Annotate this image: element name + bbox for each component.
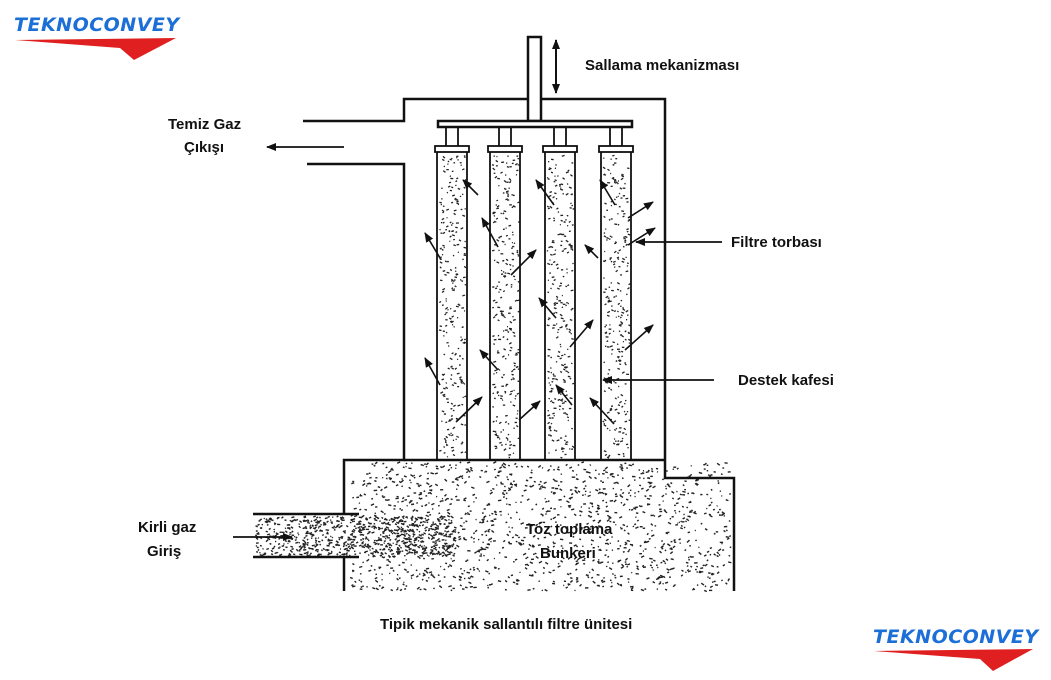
shaker-mechanism: [436, 35, 634, 129]
dust-particles: [255, 461, 732, 593]
flow-arrow-10: [569, 319, 594, 348]
flow-arrow-5: [535, 179, 555, 206]
filter-bag-4: [598, 127, 634, 460]
dirty-gas-label-line1: Kirli gaz: [138, 519, 197, 536]
support-cage-label: Destek kafesi: [738, 372, 834, 389]
flow-arrow-8: [584, 244, 599, 259]
flow-arrow-17: [589, 397, 615, 425]
shaker-label: Sallama mekanizması: [585, 57, 740, 74]
gas-flow-arrows: [424, 179, 656, 425]
clean-gas-label-line1: Temiz Gaz: [168, 116, 242, 133]
flow-arrow-7: [627, 201, 654, 219]
flow-arrow-15: [518, 400, 541, 421]
logo-swoosh-top: [15, 38, 176, 60]
flow-arrow-12: [424, 357, 441, 386]
flow-arrow-16: [555, 384, 573, 406]
filter-housing: [303, 97, 736, 591]
logo-swoosh-bottom: [874, 649, 1033, 671]
diagram-caption: Tipik mekanik sallantılı filtre ünitesi: [380, 616, 633, 633]
hopper-label-line1: Toz toplama: [526, 521, 613, 538]
filter-bag-label: Filtre torbası: [731, 234, 822, 251]
dirty-gas-label-line2: Giriş: [147, 543, 182, 560]
flow-arrow-13: [479, 349, 499, 371]
filter-bag-2: [487, 127, 523, 460]
clean-gas-label-line2: Çıkışı: [184, 139, 225, 156]
teknoconvey-logo-bottom: TEKNOCONVEY: [873, 626, 1039, 648]
flow-arrow-6: [599, 179, 616, 206]
filter-bag-3: [542, 127, 578, 460]
flow-arrow-18: [627, 227, 656, 246]
flow-arrow-3: [481, 217, 499, 248]
teknoconvey-logo-top: TEKNOCONVEY: [14, 14, 180, 36]
flow-arrow-11: [624, 324, 654, 351]
flow-arrow-2: [462, 179, 479, 196]
label-arrows: [233, 143, 722, 541]
hopper-label-line2: Bunkeri: [540, 545, 596, 562]
inlet-duct: [253, 512, 359, 559]
filter-bags: [434, 127, 634, 460]
flow-arrow-4: [510, 249, 537, 276]
filter-bag-1: [434, 127, 470, 460]
flow-arrow-1: [424, 232, 441, 259]
flow-arrow-9: [538, 297, 557, 319]
flow-arrow-14: [455, 396, 483, 423]
